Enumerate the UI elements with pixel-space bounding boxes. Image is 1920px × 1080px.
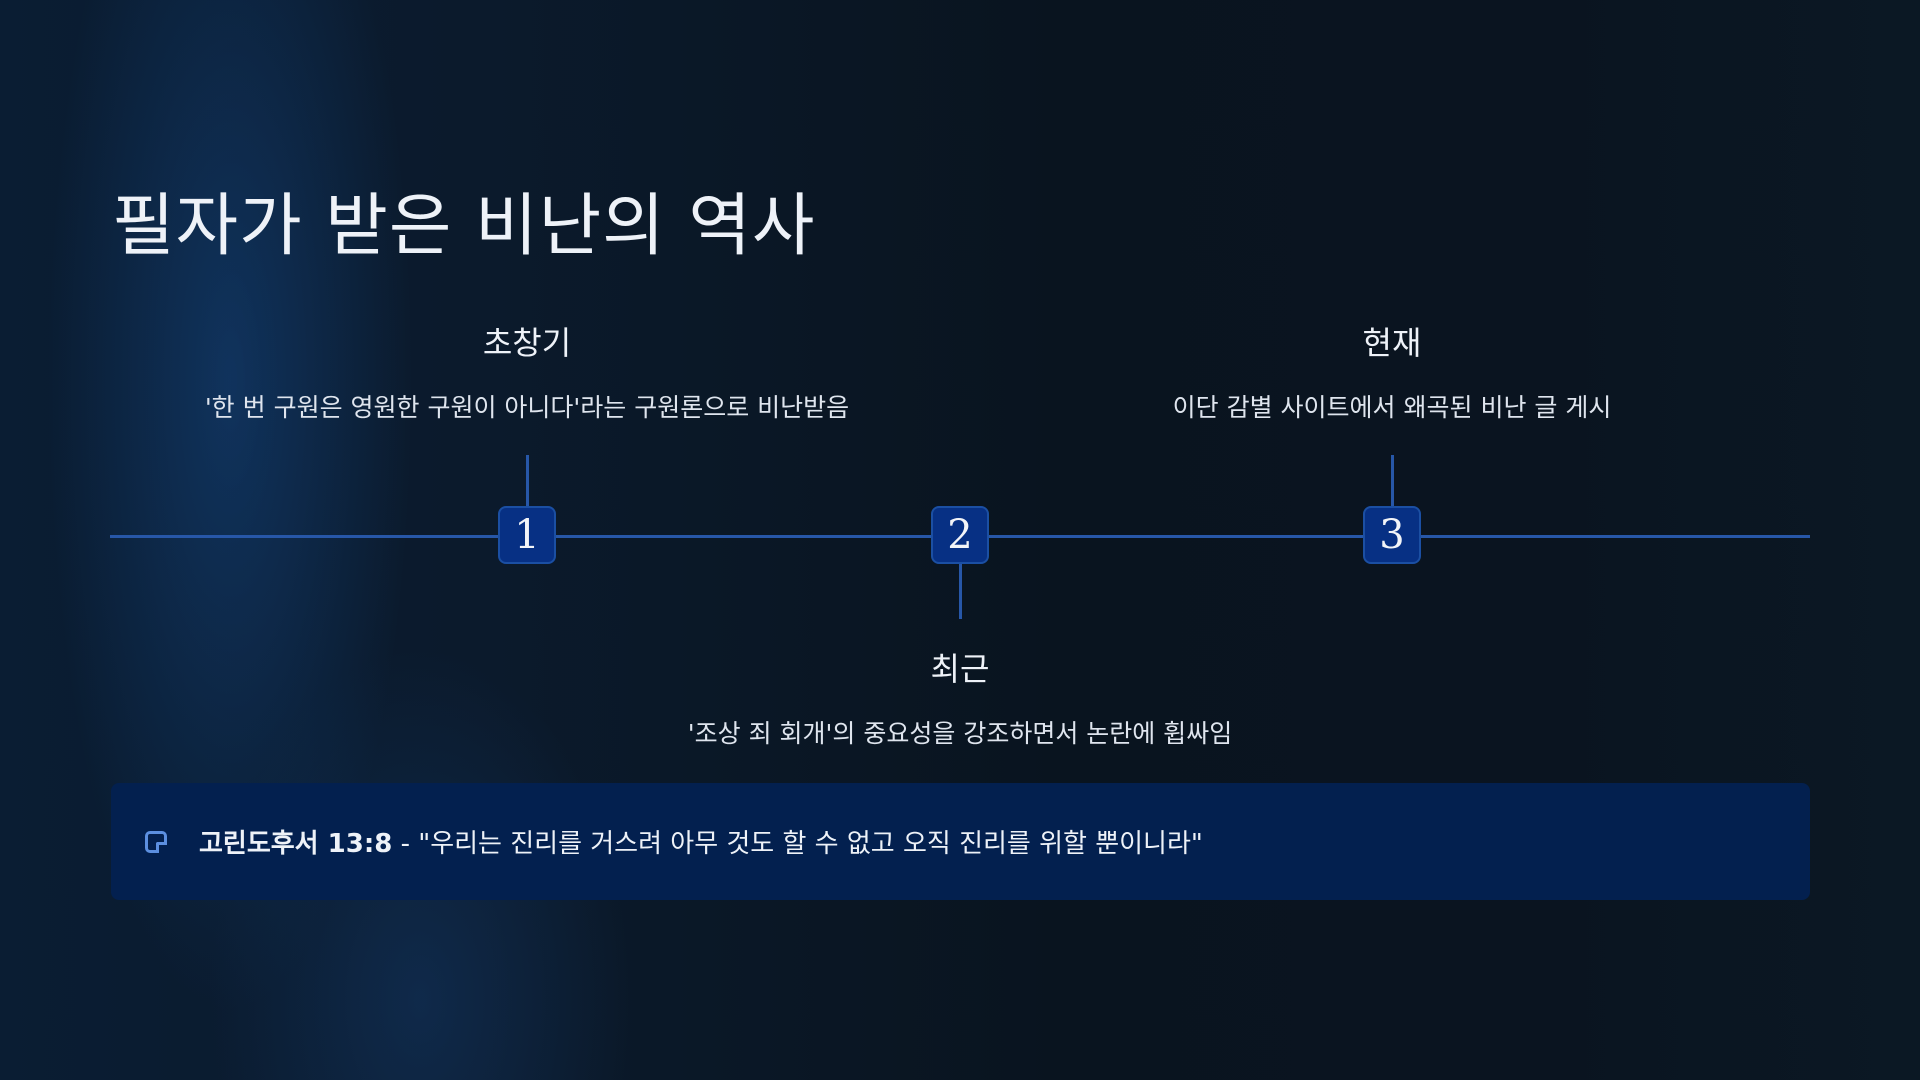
connector-1 — [526, 455, 529, 507]
callout-text: 고린도후서 13:8 - "우리는 진리를 거스려 아무 것도 할 수 없고 오… — [199, 823, 1203, 860]
timeline-heading: 최근 — [930, 650, 990, 688]
scripture-callout: 고린도후서 13:8 - "우리는 진리를 거스려 아무 것도 할 수 없고 오… — [111, 783, 1810, 900]
timeline-label-3: 현재 이단 감별 사이트에서 왜곡된 비난 글 게시 — [992, 318, 1792, 424]
scripture-reference: 고린도후서 13:8 — [199, 829, 393, 859]
timeline-label-1: 초창기 '한 번 구원은 영원한 구원이 아니다'라는 구원론으로 비난받음 — [127, 318, 927, 424]
timeline-node-2: 2 — [931, 506, 989, 564]
timeline-node-3: 3 — [1363, 506, 1421, 564]
timeline-description: 이단 감별 사이트에서 왜곡된 비난 글 게시 — [1172, 393, 1612, 422]
separator: - — [392, 829, 419, 859]
scripture-quote: "우리는 진리를 거스려 아무 것도 할 수 없고 오직 진리를 위할 뿐이니라… — [418, 829, 1203, 859]
timeline-description: '한 번 구원은 영원한 구원이 아니다'라는 구원론으로 비난받음 — [204, 393, 850, 422]
connector-2 — [959, 562, 962, 619]
timeline-node-1: 1 — [498, 506, 556, 564]
timeline-label-2: 최근 '조상 죄 회개'의 중요성을 강조하면서 논란에 휩싸임 — [560, 644, 1360, 750]
note-icon — [145, 830, 167, 853]
connector-3 — [1391, 455, 1394, 507]
timeline-description: '조상 죄 회개'의 중요성을 강조하면서 논란에 휩싸임 — [687, 719, 1233, 748]
timeline-heading: 현재 — [1362, 324, 1422, 362]
slide-title: 필자가 받은 비난의 역사 — [112, 187, 816, 266]
timeline-heading: 초창기 — [482, 324, 572, 362]
